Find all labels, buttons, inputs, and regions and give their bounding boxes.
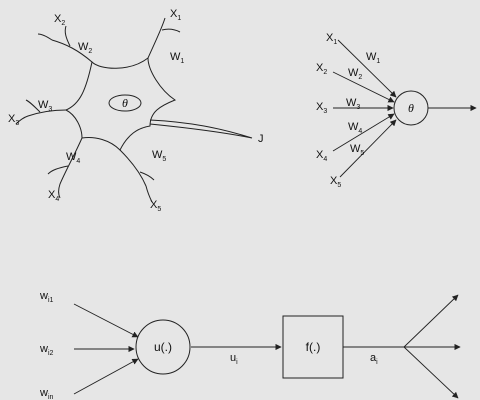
svg-text:W1: W1: [366, 51, 380, 65]
svg-text:X1: X1: [326, 32, 337, 46]
bio-w1-label: W1: [170, 51, 184, 65]
svg-text:X4: X4: [316, 149, 327, 163]
pc-w4-label: W4: [348, 121, 362, 135]
pc-w5-label: W5: [350, 143, 364, 157]
bio-w3-label: W3: [38, 99, 52, 113]
svg-text:X1: X1: [170, 8, 181, 22]
bio-x3-label: X3: [8, 113, 19, 127]
svg-text:X3: X3: [316, 101, 327, 115]
bio-x5-label: X5: [150, 199, 161, 213]
svg-text:W3: W3: [346, 97, 360, 111]
input-arrow-3: [74, 359, 138, 394]
svg-text:W2: W2: [78, 41, 92, 55]
svg-text:W1: W1: [170, 51, 184, 65]
bio-x4-label: X4: [48, 189, 59, 203]
svg-text:X3: X3: [8, 113, 19, 127]
bio-x2-label: X2: [54, 13, 65, 27]
bio-x1-label: X1: [170, 8, 181, 22]
perceptron-arrow-2: [333, 72, 394, 102]
axon: [150, 120, 252, 138]
bio-output-label: J: [258, 133, 264, 145]
biological-neuron: θ X1 W1 X2 W2 X3 W3 W4 X4 W5 X5 J: [8, 8, 264, 213]
svg-text:X2: X2: [54, 13, 65, 27]
neuron-pipeline: u(.) f(.) wi1 wi2 win ui ai: [39, 290, 460, 400]
bio-w5-label: W5: [152, 149, 166, 163]
svg-text:W3: W3: [38, 99, 52, 113]
perceptron: θ X1 W1 X2 W2 X3 W3 W4 X4 W5 X5: [316, 32, 476, 189]
svg-text:win: win: [39, 387, 54, 400]
svg-text:wi2: wi2: [39, 343, 54, 357]
svg-text:X2: X2: [316, 62, 327, 76]
input-arrow-1: [74, 304, 138, 337]
svg-text:W2: W2: [348, 67, 362, 81]
pc-x1-label: X1: [326, 32, 337, 46]
svg-text:W5: W5: [152, 149, 166, 163]
w-i1-label: wi1: [39, 290, 54, 304]
output-arrow-up: [404, 295, 458, 347]
pc-w3-label: W3: [346, 97, 360, 111]
a-label: ai: [370, 352, 378, 366]
pc-w1-label: W1: [366, 51, 380, 65]
bio-w2-label: W2: [78, 41, 92, 55]
perceptron-theta-label: θ: [408, 101, 414, 115]
svg-text:W4: W4: [348, 121, 362, 135]
svg-text:X4: X4: [48, 189, 59, 203]
dendrite-5: [120, 150, 154, 202]
soma-theta-label: θ: [122, 96, 128, 110]
pc-x2-label: X2: [316, 62, 327, 76]
soma-membrane: [66, 58, 175, 150]
pc-x3-label: X3: [316, 101, 327, 115]
pc-w2-label: W2: [348, 67, 362, 81]
svg-text:ui: ui: [230, 352, 238, 366]
svg-text:W5: W5: [350, 143, 364, 157]
sum-label: u(.): [154, 340, 172, 354]
w-in-label: win: [39, 387, 54, 400]
pc-x5-label: X5: [330, 175, 341, 189]
output-arrow-down: [404, 347, 458, 398]
svg-text:W4: W4: [66, 151, 80, 165]
w-i2-label: wi2: [39, 343, 54, 357]
u-label: ui: [230, 352, 238, 366]
pc-x4-label: X4: [316, 149, 327, 163]
svg-text:wi1: wi1: [39, 290, 54, 304]
bio-w4-label: W4: [66, 151, 80, 165]
svg-text:X5: X5: [150, 199, 161, 213]
perceptron-arrow-4: [333, 114, 394, 151]
svg-text:X5: X5: [330, 175, 341, 189]
svg-text:ai: ai: [370, 352, 378, 366]
activation-label: f(.): [306, 340, 321, 354]
